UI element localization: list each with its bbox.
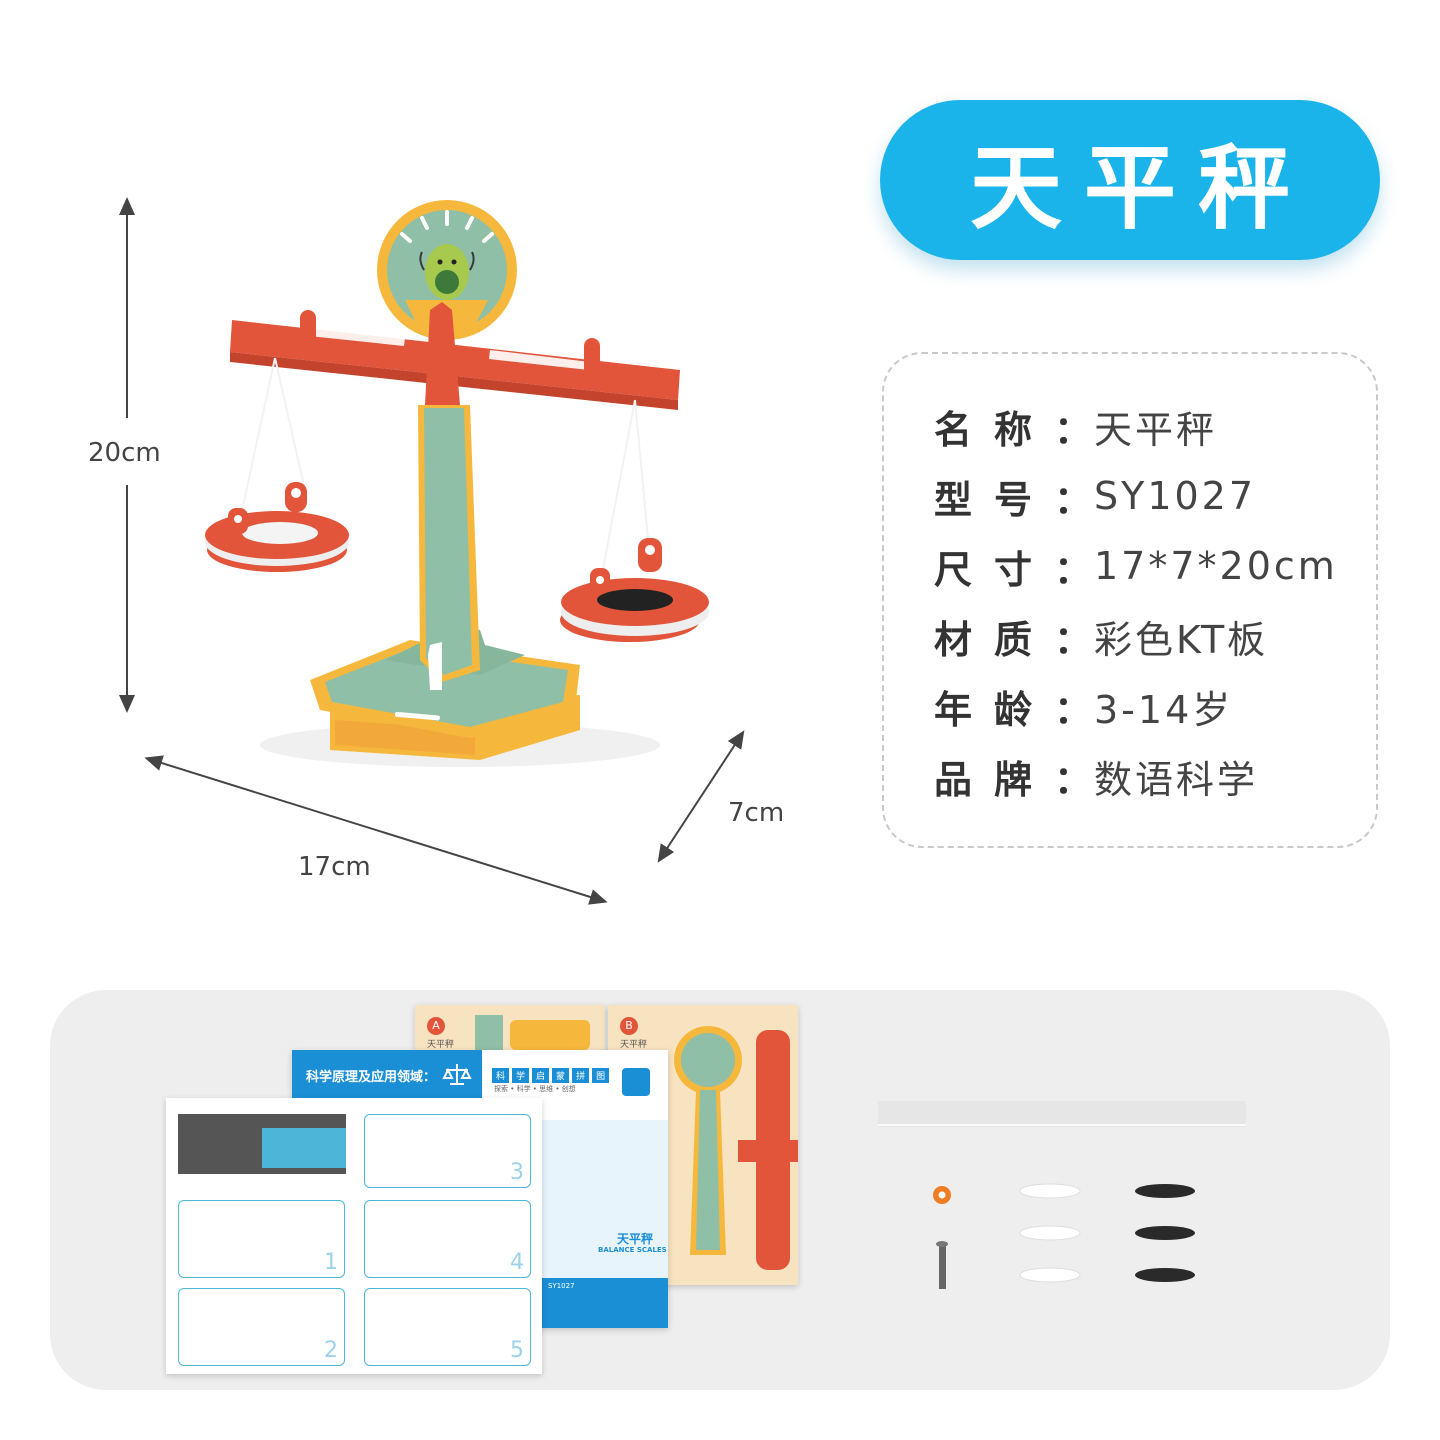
spec-value: 17*7*20cm <box>1094 544 1338 588</box>
depth-label: 7cm <box>728 798 785 828</box>
spec-value: 3-14岁 <box>1094 687 1234 732</box>
spec-value: 天平秤 <box>1094 407 1218 452</box>
spec-label: 名称： <box>934 407 1093 452</box>
height-label: 20cm <box>88 438 161 468</box>
step-panel: 5 <box>364 1288 531 1366</box>
spec-label: 年龄： <box>934 687 1093 732</box>
series-title: 科 学 启 蒙 拼 图 <box>492 1068 610 1083</box>
avocado-mascot-icon <box>377 200 517 340</box>
white-weight-icon <box>1019 1267 1081 1283</box>
spec-row-name: 名称： 天平秤 <box>934 396 1217 456</box>
sheet-b-name: 天平秤 <box>620 1040 648 1050</box>
dimension-arrows <box>119 197 745 905</box>
black-weight-icon <box>1135 1268 1195 1282</box>
balance-scale-icon <box>442 1064 472 1085</box>
string-coil <box>878 1101 1246 1127</box>
step-panel: 2 <box>178 1288 345 1366</box>
sheet-a-part <box>510 1020 590 1050</box>
spec-label: 型号： <box>934 477 1093 522</box>
spec-panel: 名称： 天平秤 型号： SY1027 尺寸： 17*7*20cm 材质： 彩色K… <box>882 352 1378 848</box>
scale-beam <box>230 302 680 410</box>
step-panel: 4 <box>364 1200 531 1278</box>
width-label: 17cm <box>298 852 371 882</box>
cover-header-text: 科学原理及应用领域： <box>306 1070 437 1085</box>
right-pan <box>560 538 709 642</box>
small-parts <box>878 1101 1246 1289</box>
black-weight-icon <box>1135 1226 1195 1240</box>
scale-pillar <box>418 405 480 690</box>
sheet-b-badge: B <box>620 1017 638 1035</box>
sheet-b-parts <box>674 1026 798 1270</box>
cover-product-name-en: BALANCE SCALES <box>598 1246 667 1254</box>
spec-label: 尺寸： <box>934 547 1093 592</box>
series-tagline: 探索 • 科学 • 思维 • 创想 <box>494 1085 576 1093</box>
spec-row-size: 尺寸： 17*7*20cm <box>934 536 1338 596</box>
spec-value: SY1027 <box>1094 474 1257 518</box>
spec-label: 材质： <box>934 617 1093 662</box>
cover-product-name: 天平秤 <box>617 1232 654 1246</box>
step-number: 5 <box>510 1338 524 1363</box>
spec-value: 彩色KT板 <box>1094 617 1269 662</box>
step-number: 4 <box>510 1250 524 1275</box>
step-panel: 3 <box>364 1114 531 1188</box>
title-badge: 天平秤 <box>880 100 1380 260</box>
depth-arrow <box>657 730 745 863</box>
spec-row-material: 材质： 彩色KT板 <box>934 606 1268 666</box>
spec-row-brand: 品牌： 数语科学 <box>934 746 1258 806</box>
white-weight-icon <box>1019 1225 1081 1241</box>
pin-icon <box>939 1243 946 1289</box>
balance-scale-illustration <box>205 200 709 767</box>
step-number: 3 <box>510 1160 524 1185</box>
spec-row-model: 型号： SY1027 <box>934 466 1256 526</box>
product-title: 天平秤 <box>969 134 1312 242</box>
pan-strings <box>239 357 651 586</box>
cover-model: SY1027 <box>548 1282 575 1290</box>
white-weight-icon <box>1019 1183 1081 1199</box>
spec-row-age: 年龄： 3-14岁 <box>934 676 1233 736</box>
left-pan <box>205 482 349 572</box>
spec-value: 数语科学 <box>1094 757 1259 802</box>
sheet-a-name: 天平秤 <box>427 1040 455 1050</box>
sheet-a-badge: A <box>427 1017 445 1035</box>
step-number: 2 <box>324 1338 338 1363</box>
instruction-sheet: 1 2 3 4 5 <box>166 1098 542 1374</box>
step-number: 1 <box>324 1250 338 1275</box>
materials-photo-accent <box>262 1128 346 1168</box>
black-weight-icon <box>1135 1184 1195 1198</box>
brand-logo-icon <box>622 1068 650 1096</box>
spec-label: 品牌： <box>934 757 1093 802</box>
step-panel: 1 <box>178 1200 345 1278</box>
width-arrow <box>144 755 608 905</box>
cover-footer-bar <box>542 1278 668 1328</box>
